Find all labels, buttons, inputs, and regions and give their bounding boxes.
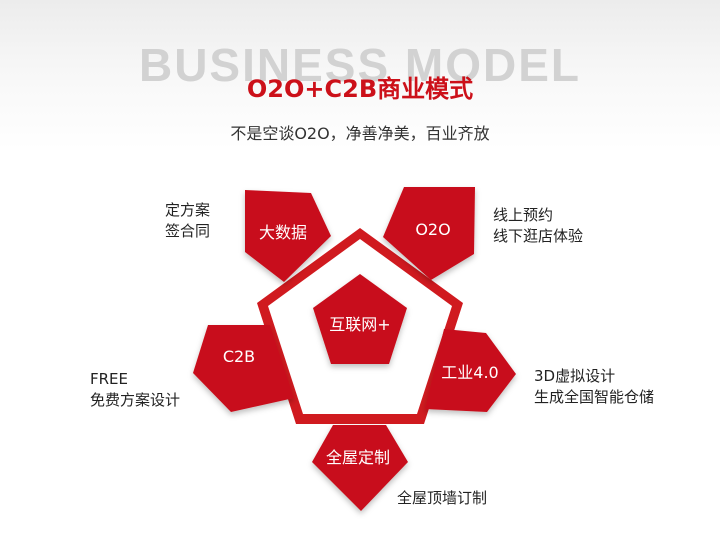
annotation-whole-house-line-1: 全屋顶墙订制 (397, 489, 488, 507)
annotation-industry-4-line-1: 3D虚拟设计 (534, 367, 616, 385)
annotation-c2b-line-2: 免费方案设计 (90, 391, 181, 409)
node-c2b-label: C2B (223, 347, 255, 366)
node-c2b-shape (193, 325, 294, 412)
node-whole-house-shape (312, 425, 408, 511)
node-big-data (245, 190, 331, 282)
page-title: O2O+C2B商业模式 (246, 75, 474, 103)
node-industry-4 (425, 329, 516, 412)
annotation-big-data-line-1: 定方案 (165, 201, 211, 219)
annotation-big-data-line-2: 签合同 (165, 222, 211, 240)
watermark-business-model: BUSINESS MODEL (138, 39, 582, 91)
annotation-o2o-line-1: 线上预约 (493, 206, 554, 224)
node-big-data-shape (245, 190, 331, 282)
annotation-o2o-line-2: 线下逛店体验 (493, 227, 584, 245)
annotation-industry-4: 3D虚拟设计 生成全国智能仓储 (534, 366, 654, 408)
node-whole-house-label: 全屋定制 (326, 448, 390, 467)
node-o2o-shape (383, 187, 475, 280)
annotation-big-data: 定方案 签合同 (165, 200, 210, 242)
page-subtitle: 不是空谈O2O，净善净美，百业齐放 (230, 124, 490, 143)
center-node (313, 274, 407, 364)
node-big-data-label: 大数据 (259, 223, 307, 242)
node-whole-house (312, 425, 408, 511)
node-industry-4-label: 工业4.0 (441, 363, 498, 382)
annotation-whole-house: 全屋顶墙订制 (397, 488, 487, 509)
annotation-o2o: 线上预约 线下逛店体验 (493, 205, 583, 247)
node-o2o (383, 187, 475, 280)
node-industry-4-shape (425, 329, 516, 412)
node-o2o-label: O2O (415, 220, 450, 239)
annotation-c2b: FREE 免费方案设计 (90, 369, 180, 411)
center-pentagon (313, 274, 407, 364)
annotation-industry-4-line-2: 生成全国智能仓储 (534, 388, 655, 406)
center-label: 互联网+ (329, 315, 390, 334)
node-c2b (193, 325, 294, 412)
annotation-c2b-line-1: FREE (90, 370, 129, 388)
